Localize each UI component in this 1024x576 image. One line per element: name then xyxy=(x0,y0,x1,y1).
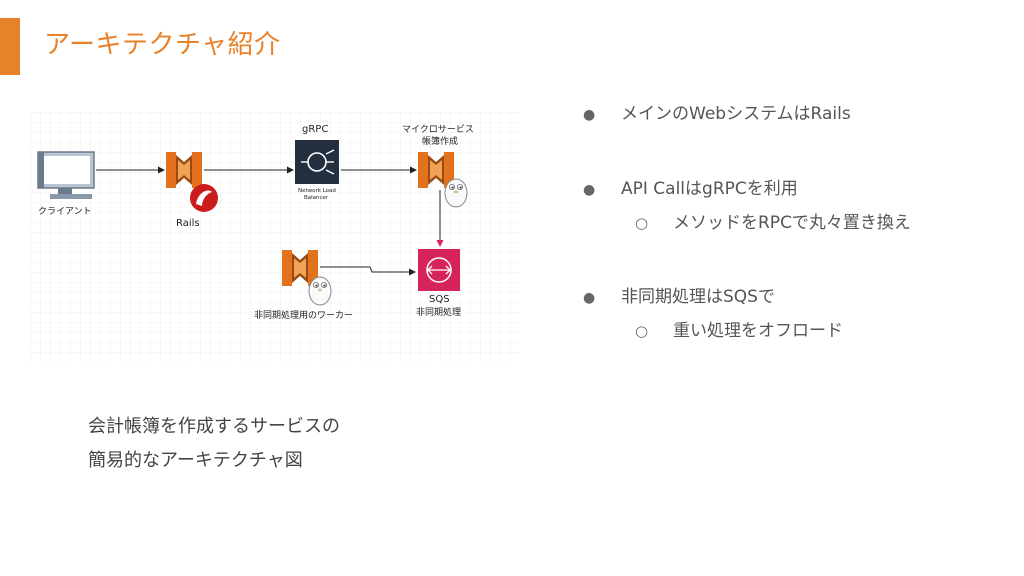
diagram-caption: 会計帳簿を作成するサービスの 簡易的なアーキテクチャ図 xyxy=(88,410,340,478)
arrow-worker-to-sqs xyxy=(320,266,416,276)
bullet-text: 重い処理をオフロード xyxy=(673,321,843,341)
nlb-label-line2: Balancer xyxy=(304,195,329,201)
sub-bullet-item: ○ メソッドをRPCで丸々置き換え xyxy=(635,208,911,233)
worker-label: 非同期処理用のワーカー xyxy=(254,309,353,321)
bullet-text: 非同期処理はSQSで xyxy=(621,287,775,307)
sqs-label-line2: 非同期処理 xyxy=(416,306,461,318)
caption-line-2: 簡易的なアーキテクチャ図 xyxy=(88,450,303,471)
microservice-label-line1: マイクロサービス xyxy=(402,124,474,135)
sub-bullet-item: ○ 重い処理をオフロード xyxy=(635,316,843,341)
bullet-marker: ● xyxy=(583,182,596,198)
grid-background xyxy=(30,112,520,362)
grpc-label: gRPC xyxy=(302,124,328,135)
sqs-icon xyxy=(418,249,460,291)
bullet-marker: ● xyxy=(583,107,596,123)
worker-gopher-icon xyxy=(308,276,332,306)
bullet-item: ● メインのWebシステムはRails xyxy=(583,99,851,124)
bullet-item: ● 非同期処理はSQSで xyxy=(583,282,775,307)
slide-title: アーキテクチャ紹介 xyxy=(44,30,281,60)
sub-bullet-marker: ○ xyxy=(635,214,649,232)
client-label: クライアント xyxy=(38,206,92,217)
bullet-text: メソッドをRPCで丸々置き換え xyxy=(673,213,911,233)
architecture-diagram: クライアント Rails gRPC Network Load Balancer … xyxy=(30,112,520,362)
client-computer-icon xyxy=(37,151,95,199)
microservice-label-line2: 帳簿作成 xyxy=(422,135,458,147)
bullet-marker: ● xyxy=(583,290,596,306)
nlb-label-line1: Network Load xyxy=(298,188,336,194)
accent-bar xyxy=(0,18,20,75)
rails-logo-icon xyxy=(190,184,218,212)
bullet-text: API CallはgRPCを利用 xyxy=(621,179,798,199)
caption-line-1: 会計帳簿を作成するサービスの xyxy=(88,416,340,437)
rails-label: Rails xyxy=(176,218,200,229)
sqs-label: SQS xyxy=(429,294,450,305)
bullet-text: メインのWebシステムはRails xyxy=(621,104,851,124)
bullet-item: ● API CallはgRPCを利用 xyxy=(583,174,798,199)
sub-bullet-marker: ○ xyxy=(635,322,649,340)
network-load-balancer-icon xyxy=(295,140,339,184)
microservice-gopher-icon xyxy=(444,178,468,208)
